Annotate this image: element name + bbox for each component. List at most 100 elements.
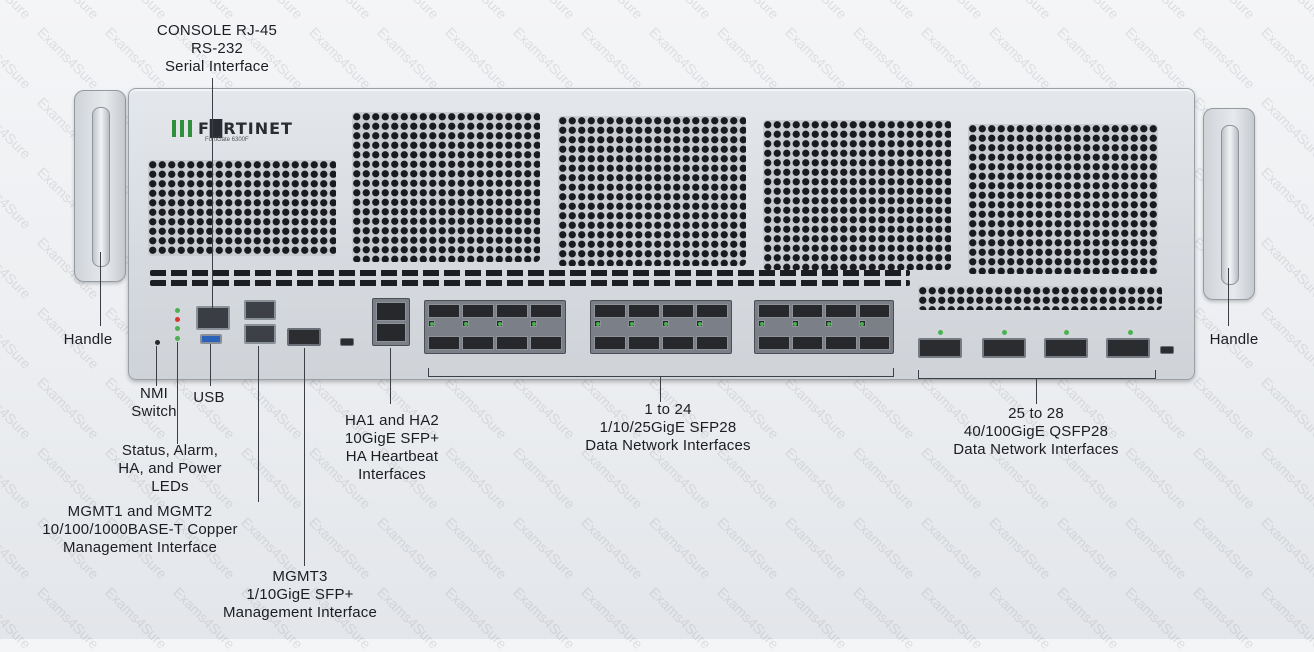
mgmt1-port[interactable]	[244, 300, 276, 320]
watermark-text: Exams4Sure	[102, 0, 170, 22]
watermark-text: Exams4Sure	[646, 514, 715, 582]
watermark-text: Exams4Sure	[0, 0, 34, 22]
vent-grille-small	[918, 286, 1162, 310]
watermark-text: Exams4Sure	[782, 514, 851, 582]
right-handle[interactable]	[1221, 125, 1239, 285]
ha-port-block[interactable]	[372, 298, 410, 346]
watermark-text: Exams4Sure	[782, 444, 851, 512]
leader-handle-left	[100, 252, 101, 326]
leader-ports-1-24	[660, 376, 661, 402]
watermark-text: Exams4Sure	[1190, 0, 1258, 22]
data-ports-group-1[interactable]	[424, 300, 566, 354]
watermark-text: Exams4Sure	[714, 0, 782, 22]
port25-led	[938, 330, 943, 335]
watermark-text: Exams4Sure	[1258, 514, 1314, 582]
watermark-text: Exams4Sure	[1190, 24, 1259, 92]
label-handle-left: Handle	[63, 331, 113, 348]
console-port[interactable]	[196, 306, 230, 330]
watermark-text: Exams4Sure	[986, 584, 1055, 652]
watermark-text: Exams4Sure	[510, 0, 578, 22]
watermark-text: Exams4Sure	[850, 24, 919, 92]
data-ports-group-3[interactable]	[754, 300, 894, 354]
watermark-text: Exams4Sure	[1054, 514, 1123, 582]
watermark-text: Exams4Sure	[510, 514, 579, 582]
watermark-text: Exams4Sure	[782, 0, 850, 22]
watermark-text: Exams4Sure	[850, 444, 919, 512]
watermark-text: Exams4Sure	[374, 0, 442, 22]
vent-grille-2	[352, 112, 540, 262]
leader-nmi	[156, 346, 157, 386]
watermark-text: Exams4Sure	[782, 374, 851, 442]
leader-leds	[177, 342, 178, 444]
watermark-text: Exams4Sure	[0, 164, 35, 232]
watermark-text: Exams4Sure	[1258, 234, 1314, 302]
left-handle[interactable]	[92, 107, 110, 267]
watermark-text: Exams4Sure	[34, 374, 103, 442]
ha1-port[interactable]	[376, 302, 406, 321]
power-led	[175, 336, 180, 341]
mgmt2-port[interactable]	[244, 324, 276, 344]
watermark-text: Exams4Sure	[0, 444, 35, 512]
watermark-text: Exams4Sure	[986, 0, 1054, 22]
watermark-text: Exams4Sure	[578, 0, 646, 22]
port26-qsfp[interactable]	[982, 338, 1026, 358]
data-ports-group-2[interactable]	[590, 300, 732, 354]
watermark-text: Exams4Sure	[850, 514, 919, 582]
bracket-ports-25-28	[918, 370, 1156, 379]
watermark-text: Exams4Sure	[510, 24, 579, 92]
alarm-led	[175, 317, 180, 322]
watermark-text: Exams4Sure	[1122, 0, 1190, 22]
port25-qsfp[interactable]	[918, 338, 962, 358]
watermark-text: Exams4Sure	[442, 514, 511, 582]
vent-grille-4	[763, 120, 951, 270]
watermark-text: Exams4Sure	[1190, 514, 1259, 582]
watermark-text: Exams4Sure	[1258, 0, 1314, 22]
fortinet-logo: F█RTINET	[172, 117, 293, 139]
watermark-text: Exams4Sure	[918, 514, 987, 582]
port27-led	[1064, 330, 1069, 335]
watermark-text: Exams4Sure	[34, 0, 102, 22]
watermark-text: Exams4Sure	[1190, 584, 1259, 652]
vent-grille-1	[148, 160, 336, 256]
watermark-text: Exams4Sure	[0, 304, 35, 372]
watermark-text: Exams4Sure	[510, 584, 579, 652]
mgmt3-port[interactable]	[287, 328, 321, 346]
port27-qsfp[interactable]	[1044, 338, 1088, 358]
vent-slots-row-1	[150, 270, 910, 276]
watermark-text: Exams4Sure	[646, 0, 714, 22]
leader-handle-right	[1228, 268, 1229, 326]
watermark-text: Exams4Sure	[918, 0, 986, 22]
watermark-text: Exams4Sure	[0, 374, 35, 442]
watermark-text: Exams4Sure	[238, 374, 307, 442]
ha-led	[175, 326, 180, 331]
watermark-text: Exams4Sure	[578, 24, 647, 92]
watermark-text: Exams4Sure	[1258, 444, 1314, 512]
usb-port[interactable]	[200, 334, 222, 344]
blank-port-right	[1160, 346, 1174, 354]
watermark-text: Exams4Sure	[442, 24, 511, 92]
port28-qsfp[interactable]	[1106, 338, 1150, 358]
leader-mgmt3	[304, 348, 305, 566]
brand-name: F█RTINET	[198, 118, 293, 138]
leader-console	[212, 78, 213, 308]
watermark-text: Exams4Sure	[170, 0, 238, 22]
nmi-switch[interactable]	[155, 340, 160, 345]
leader-mgmt12	[258, 346, 259, 502]
watermark-text: Exams4Sure	[714, 24, 783, 92]
watermark-text: Exams4Sure	[1258, 584, 1314, 652]
watermark-text: Exams4Sure	[1258, 164, 1314, 232]
watermark-text: Exams4Sure	[918, 584, 987, 652]
watermark-text: Exams4Sure	[442, 0, 510, 22]
vent-grille-3	[558, 116, 746, 266]
ha2-port[interactable]	[376, 323, 406, 342]
watermark-text: Exams4Sure	[442, 584, 511, 652]
leader-ports-25-28	[1036, 378, 1037, 404]
watermark-text: Exams4Sure	[1054, 24, 1123, 92]
watermark-text: Exams4Sure	[1054, 0, 1122, 22]
port28-led	[1128, 330, 1133, 335]
watermark-text: Exams4Sure	[238, 0, 306, 22]
